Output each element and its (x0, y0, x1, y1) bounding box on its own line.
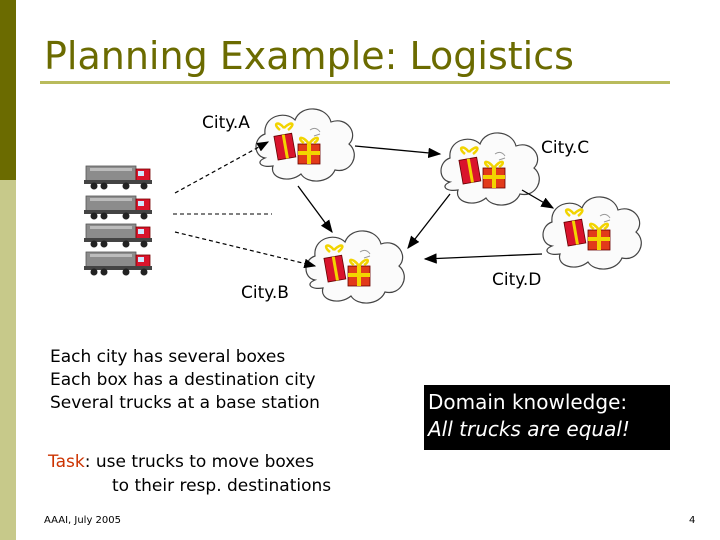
truck-icon (83, 195, 153, 220)
arrow-d-to-b (423, 253, 543, 264)
task-keyword: Task (48, 452, 85, 472)
knowledge-heading: Domain knowledge: (428, 390, 628, 414)
dashed-route-to-a (174, 141, 270, 194)
footer-text: AAAI, July 2005 (44, 515, 121, 526)
arrow-a-to-b (297, 185, 333, 234)
arrow-c-to-b (407, 193, 451, 250)
sidebar-dark-band (0, 0, 16, 180)
task-line-1: : use trucks to move boxes (84, 452, 315, 472)
truck-icon (83, 223, 153, 248)
city-d-label: City.D (492, 270, 542, 290)
arrow-c-to-d (521, 189, 555, 209)
fact-item: Each city has several boxes (50, 347, 286, 367)
truck-icon (83, 251, 153, 276)
city-c-cloud (440, 132, 540, 206)
facts-list: Each city has several boxes Each box has… (50, 346, 320, 415)
fact-item: Each box has a destination city (50, 370, 316, 390)
domain-knowledge-box: Domain knowledge: All trucks are equal! (424, 385, 670, 450)
city-a-cloud (255, 108, 355, 182)
city-b-cloud (305, 230, 405, 304)
dashed-route-to-b (174, 231, 317, 269)
city-b-label: City.B (241, 283, 289, 303)
task-description: Task: use trucks to move boxes to their … (48, 450, 331, 498)
sidebar-light-band (0, 180, 16, 540)
page-number: 4 (689, 515, 696, 526)
arrow-a-to-c (354, 145, 442, 159)
slide-title: Planning Example: Logistics (44, 34, 574, 78)
city-d-cloud (542, 196, 642, 270)
knowledge-statement: All trucks are equal! (428, 417, 630, 441)
title-underline (40, 81, 670, 84)
sidebar-accent (0, 0, 16, 540)
task-line-2: to their resp. destinations (112, 476, 332, 496)
truck-icon (83, 165, 153, 190)
city-c-label: City.C (541, 138, 590, 158)
city-a-label: City.A (202, 113, 250, 133)
fact-item: Several trucks at a base station (50, 393, 320, 413)
